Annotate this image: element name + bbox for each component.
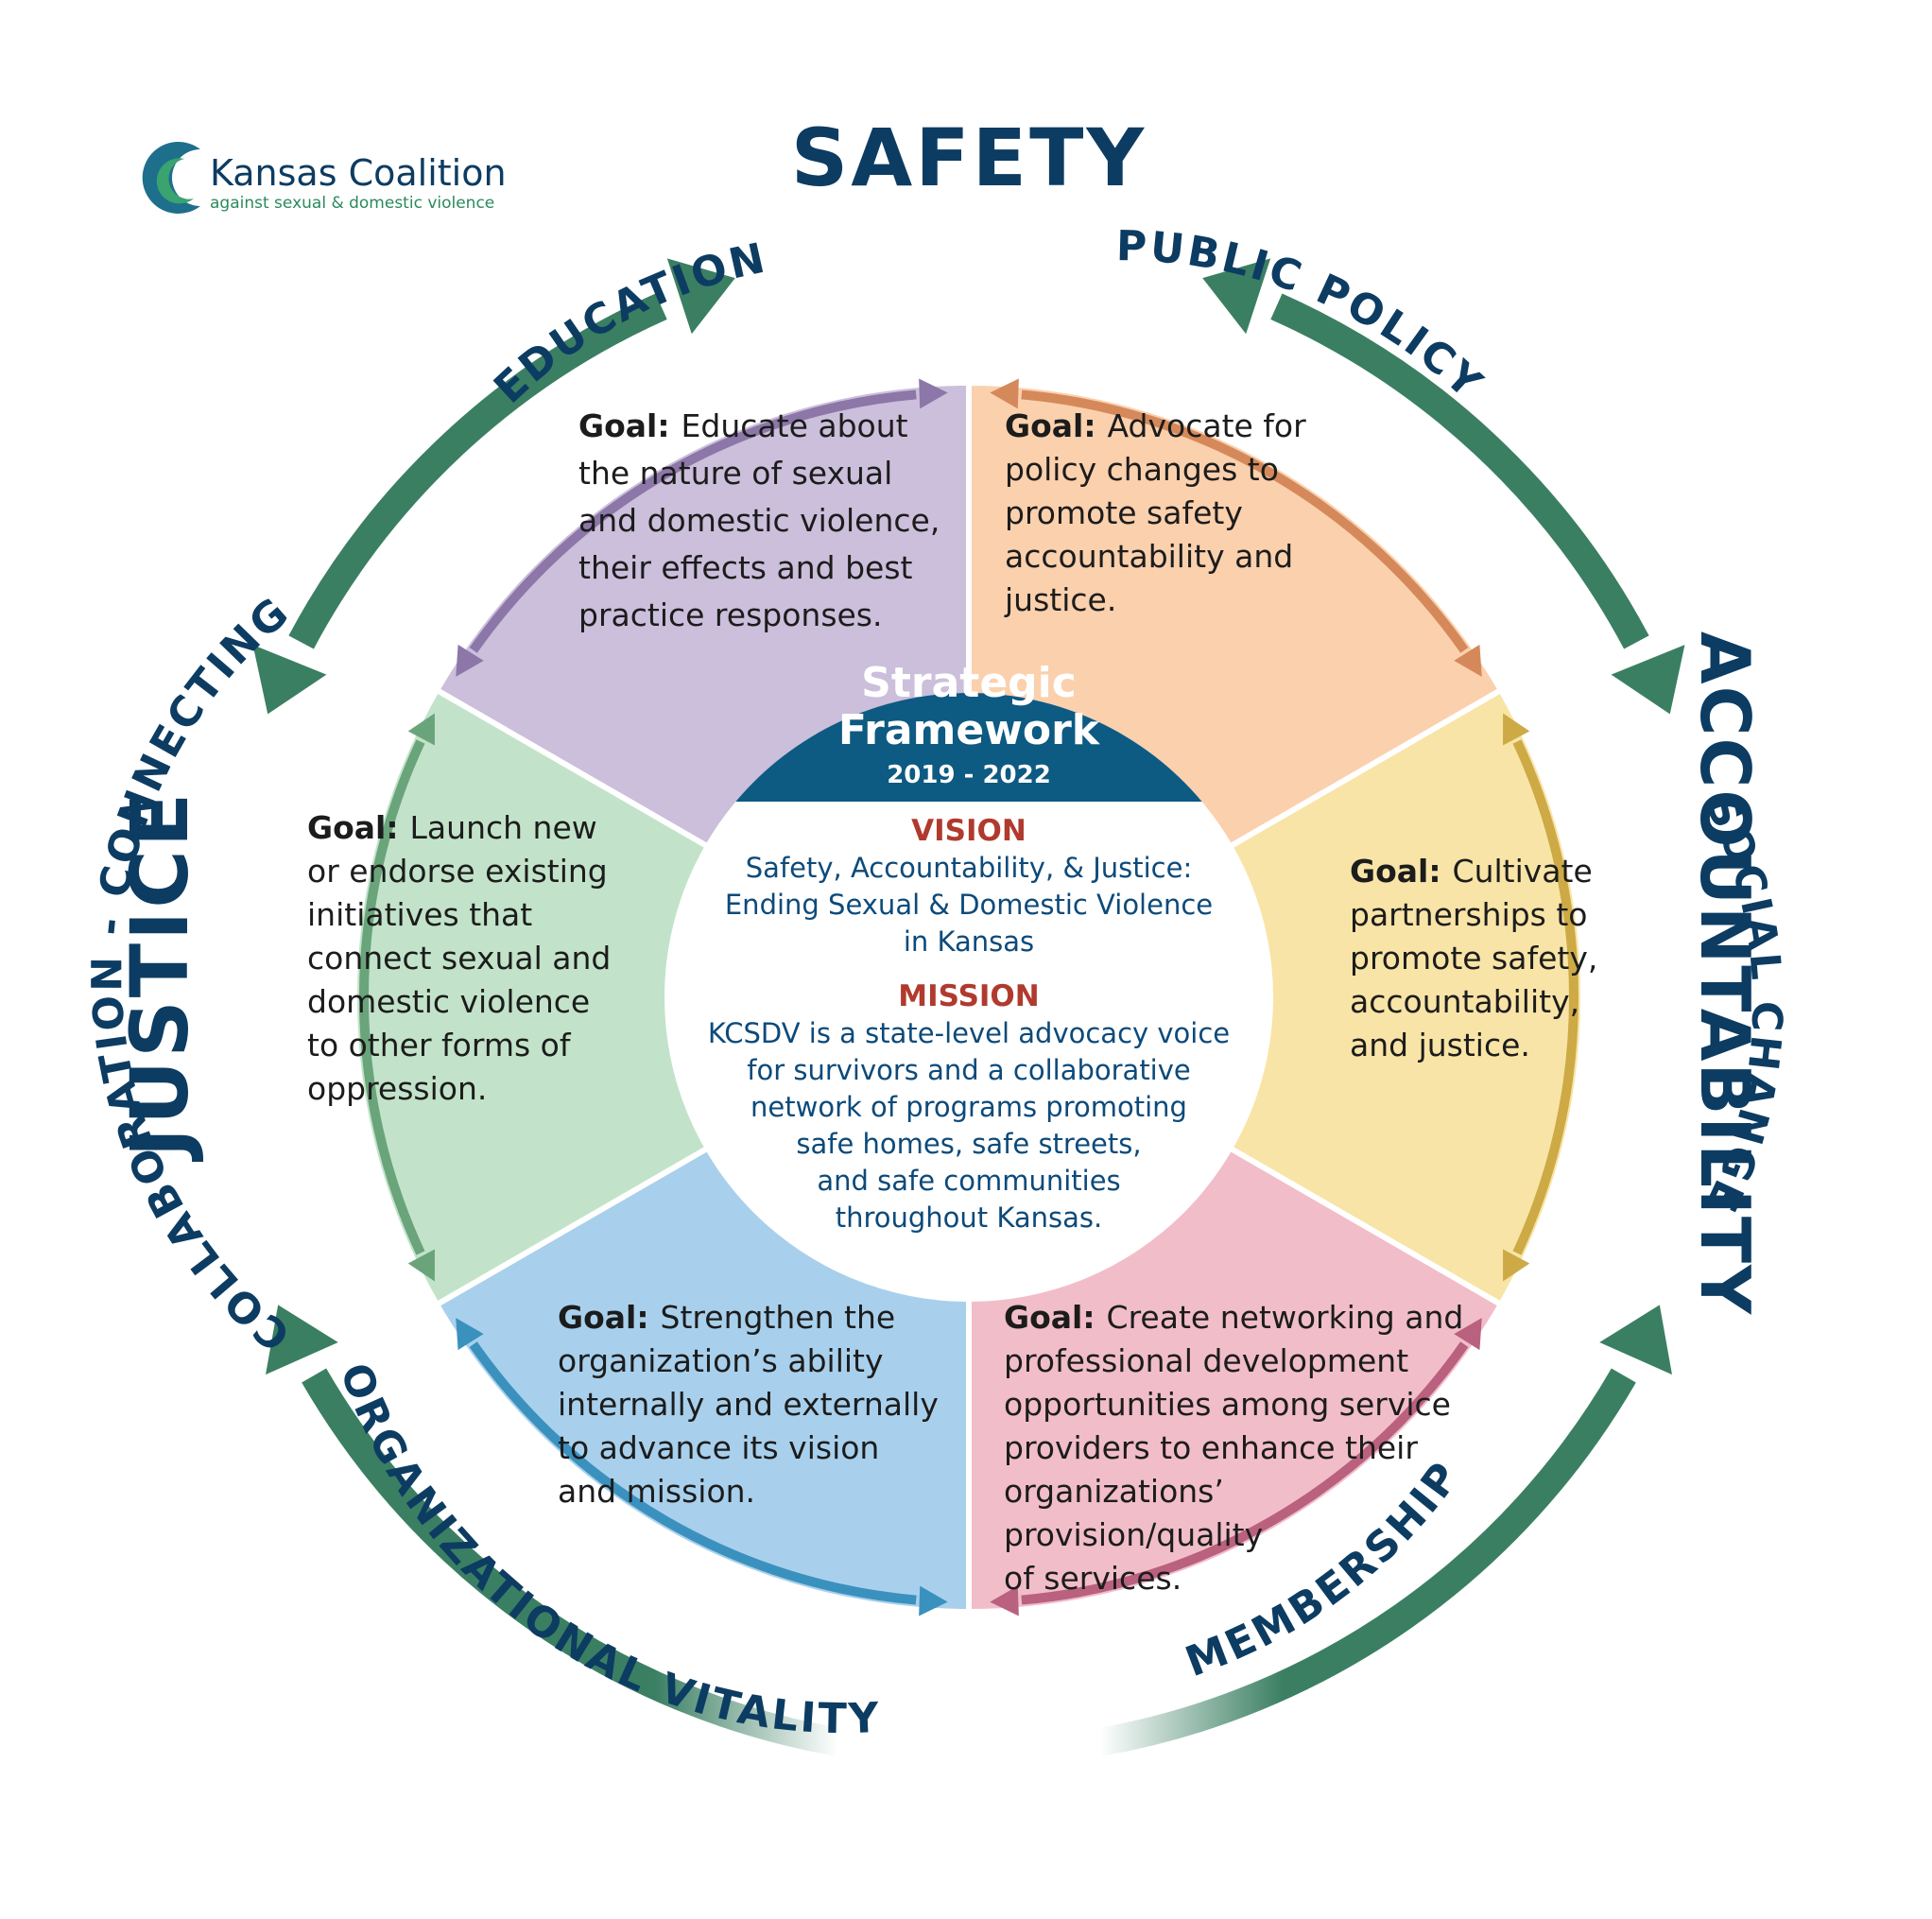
vision-line: Safety, Accountability, & Justice: (746, 852, 1192, 884)
goal-social-change: Goal:Cultivate partnerships to promote s… (1350, 853, 1608, 1063)
mission-line: for survivors and a collaborative (747, 1054, 1191, 1086)
arrowhead-icon (1503, 713, 1530, 746)
segment-collaboration (352, 685, 975, 1309)
center-title-line1: Strategic (861, 659, 1077, 707)
vision-heading: VISION (911, 814, 1026, 848)
logo-name: Kansas Coalition (210, 152, 507, 194)
kcsdv-logo: Kansas Coalition against sexual & domest… (142, 142, 507, 214)
arrowhead-icon (990, 378, 1019, 409)
arrowhead-icon (1202, 258, 1271, 335)
goal-texts: Goal:Educate about the nature of sexual … (307, 407, 1608, 1597)
arrowhead-icon (407, 713, 435, 746)
arc-social_change (1512, 739, 1578, 1255)
goal-organizational-vitality: Goal:Strengthen the organization’s abili… (558, 1299, 948, 1510)
center-header-band (735, 693, 1202, 802)
word-safety: SAFETY (791, 112, 1147, 204)
arrowhead-icon (919, 1585, 948, 1616)
goal-membership: Goal:Create networking and professional … (1004, 1299, 1474, 1597)
word-accountability: ACCOUNTABILITY (1685, 631, 1765, 1316)
outer-arrow-bottom-right (1097, 1368, 1636, 1756)
goal-prefix: Goal: (1350, 853, 1441, 890)
arrowhead-icon (666, 258, 735, 335)
center-circle (664, 693, 1273, 1302)
arrowhead-icon (266, 1305, 338, 1375)
arc-organizational_vitality (469, 1341, 917, 1605)
vision-line: in Kansas (904, 925, 1034, 958)
arrowhead-icon (1454, 644, 1482, 677)
logo-tagline: against sexual & domestic violence (210, 194, 494, 213)
arc-collaboration (359, 739, 425, 1255)
arrowhead-icon (252, 645, 327, 715)
arrowhead-icon (1611, 645, 1685, 715)
arrowhead-icon (990, 1585, 1019, 1616)
goal-collaboration: Goal:Launch new or endorse existing init… (307, 809, 621, 1107)
mission-line: KCSDV is a state-level advocacy voice (708, 1017, 1230, 1049)
mission-line: and safe communities (817, 1165, 1120, 1197)
outer-arrow-top-left (288, 293, 667, 649)
arc-public_policy (1021, 389, 1469, 653)
arrowhead-icon (1454, 1318, 1482, 1351)
vision-line: Ending Sexual & Domestic Violence (725, 889, 1213, 921)
outer-cycle-arrows (252, 258, 1685, 1756)
mission-line: network of programs promoting (750, 1091, 1187, 1123)
arc-membership (1021, 1341, 1469, 1605)
mission-line: throughout Kansas. (836, 1202, 1103, 1234)
word-justice: JUSTICE (113, 790, 206, 1163)
goal-prefix: Goal: (307, 809, 399, 846)
arrowhead-icon (919, 378, 948, 409)
arc-education (469, 389, 917, 653)
label-education: EDUCATION (485, 233, 771, 413)
center-panel: Strategic Framework 2019 - 2022 VISION S… (664, 659, 1273, 1302)
outer-arrow-bottom-left (302, 1368, 840, 1756)
goal-prefix: Goal: (578, 407, 670, 444)
arrowhead-icon (456, 644, 484, 677)
segment-social-change (962, 685, 1586, 1309)
arrowhead-icon (407, 1249, 435, 1282)
center-years: 2019 - 2022 (887, 761, 1051, 789)
mission-line: safe homes, safe streets, (796, 1128, 1141, 1160)
center-title-line2: Framework (838, 706, 1101, 754)
mission-heading: MISSION (898, 979, 1039, 1013)
arrowhead-icon (456, 1318, 484, 1351)
goal-prefix: Goal: (1005, 407, 1096, 444)
goal-prefix: Goal: (558, 1299, 649, 1336)
goal-public-policy: Goal:Advocate for policy changes to prom… (1004, 407, 1316, 618)
outer-arrow-top-right (1270, 293, 1649, 649)
goal-education: Goal:Educate about the nature of sexual … (578, 407, 950, 633)
inner-arcs (359, 378, 1578, 1616)
swirl-logo-icon (142, 142, 200, 214)
goal-prefix: Goal: (1004, 1299, 1095, 1336)
arrowhead-icon (1503, 1249, 1530, 1282)
arrowhead-icon (1599, 1305, 1672, 1375)
